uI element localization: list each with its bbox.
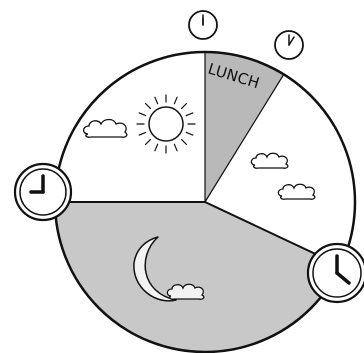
schedule-pie xyxy=(55,52,355,353)
day-clock-icon-left xyxy=(15,164,71,220)
evening-clock-icon xyxy=(308,244,364,302)
lunch-end-clock-icon xyxy=(275,31,303,59)
cloud-icon xyxy=(167,284,204,299)
cloud-icon xyxy=(278,184,315,199)
cloud-icon xyxy=(251,153,288,168)
noon-clock-icon xyxy=(189,11,217,39)
